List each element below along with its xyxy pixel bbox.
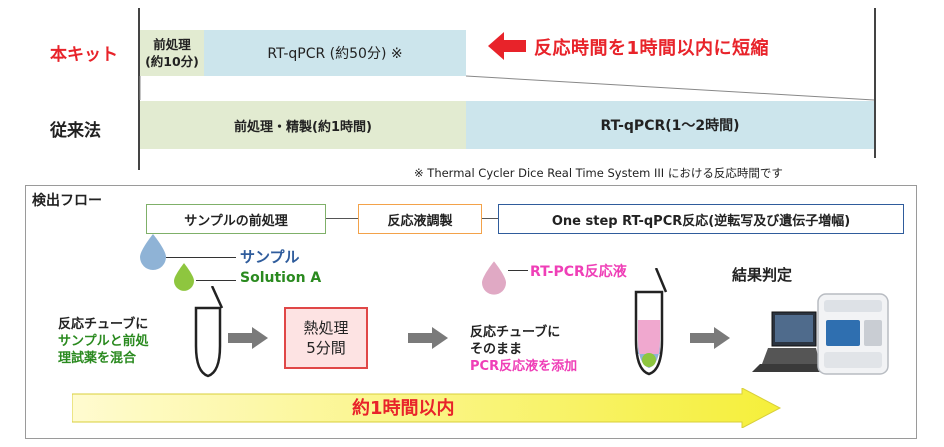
timeline-end-line [874,8,876,158]
rtpcr-mix-label: RT-PCR反応液 [530,264,627,280]
solution-a-leader-line [196,280,236,281]
tube2-desc-line-1: 反応チューブに [470,325,561,340]
timeline-start-line [138,8,140,170]
sample-droplet-icon [140,234,166,270]
flow-arrow-2-icon [408,327,448,349]
tube2-desc-line-2: そのまま [470,342,523,357]
kit-rtpcr-box: RT-qPCR (約50分) ※ [204,30,466,76]
kit-rtpcr-text: RT-qPCR (約50分) ※ [267,46,403,62]
reaction-tube-icon [194,286,224,378]
step-connector-1 [326,218,358,219]
result-label: 結果判定 [732,266,793,284]
step-connector-2 [482,218,498,219]
footnote: ※ Thermal Cycler Dice Real Time System I… [414,166,783,180]
rtpcr-mix-leader-line [508,270,528,271]
heat-line-2: 5分間 [306,339,346,357]
step-reagent-prep: 反応液調製 [358,204,482,234]
solution-a-label: Solution A [240,270,322,286]
tube-desc-line-2: サンプルと前処 [58,334,149,349]
tube2-desc-line-3: PCR反応液を添加 [470,359,578,374]
tube-step-description: 反応チューブに サンプルと前処 理試薬を混合 [58,316,149,367]
kit-row-label: 本キット [50,45,118,65]
left-arrow-icon [488,32,526,60]
kit-pretreat-box: 前処理 (約10分) [140,30,204,76]
reduction-banner: 反応時間を1時間以内に短縮 [534,38,770,59]
step-rtpcr-reaction: One step RT-qPCR反応(逆転写及び遺伝子増幅) [498,204,904,234]
rtpcr-mix-droplet-icon [482,261,506,295]
conventional-rtpcr-box: RT-qPCR(1～2時間) [466,101,874,149]
flow-arrow-3-icon [690,327,730,349]
flow-title: 検出フロー [32,193,102,209]
total-time-label: 約1時間以内 [352,398,455,419]
kit-pretreat-text: 前処理 (約10分) [145,37,199,69]
flow-arrow-1-icon [228,327,268,349]
sample-label: サンプル [240,248,300,266]
total-time-arrow [72,388,782,428]
heat-line-1: 熱処理 [303,319,349,337]
tube-desc-line-3: 理試薬を混合 [58,351,137,366]
tube-desc-line-1: 反応チューブに [58,317,149,332]
conventional-pretreat-text: 前処理・精製(約1時間) [234,119,372,135]
heat-treatment-box: 熱処理 5分間 [284,307,368,369]
conventional-pretreat-box: 前処理・精製(約1時間) [140,101,466,149]
conventional-row-label: 従来法 [50,121,101,141]
thermal-cycler-instrument-icon [752,293,889,375]
solution-a-droplet-icon [174,263,194,291]
filled-reaction-tube-icon [634,268,668,376]
tube2-step-description: 反応チューブに そのまま PCR反応液を添加 [470,324,577,375]
conventional-rtpcr-text: RT-qPCR(1～2時間) [600,118,740,134]
step-sample-pretreat: サンプルの前処理 [146,204,326,234]
comparison-guide-lines [139,75,875,101]
sample-leader-line [166,257,236,258]
